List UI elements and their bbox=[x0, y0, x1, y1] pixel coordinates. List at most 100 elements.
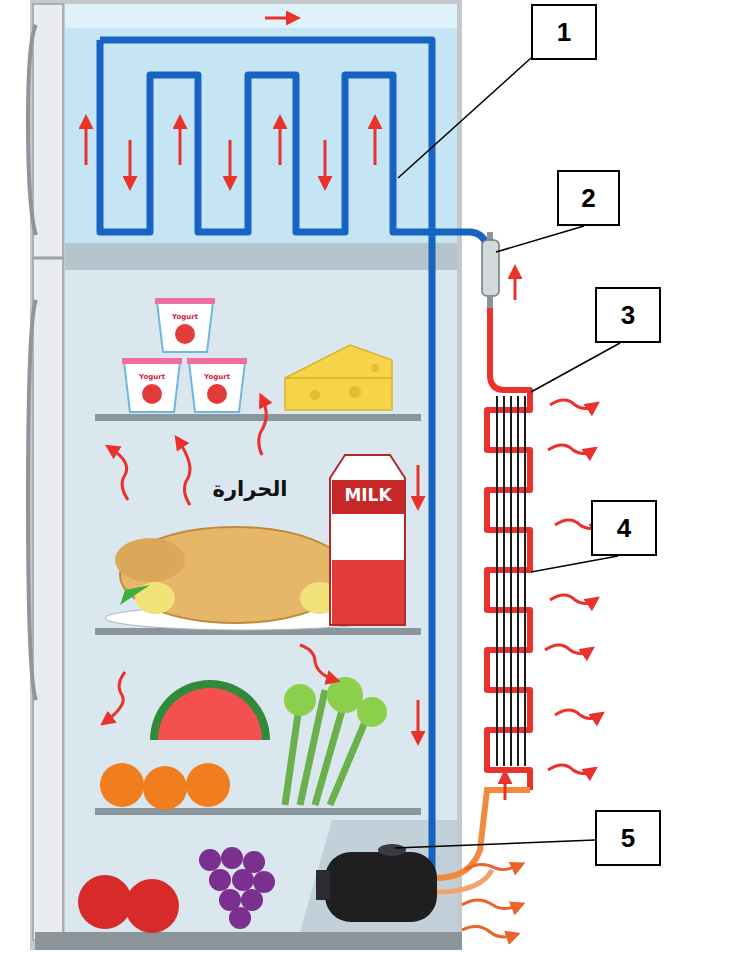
grill-wire bbox=[496, 396, 498, 766]
flow-arrow bbox=[504, 775, 507, 800]
air-arrow bbox=[265, 17, 295, 20]
tomato bbox=[143, 766, 187, 810]
compressor-heat-arrows bbox=[462, 864, 520, 936]
air-arrow bbox=[279, 120, 282, 165]
milk-carton bbox=[330, 455, 405, 625]
callout-number: 1 bbox=[557, 19, 571, 45]
heat-arrow bbox=[110, 448, 128, 500]
condenser-coil bbox=[487, 308, 530, 790]
air-flow-arrows bbox=[86, 18, 418, 740]
watermelon-flesh bbox=[158, 688, 262, 740]
heat-arrow bbox=[548, 765, 593, 774]
callout-box: 4 bbox=[591, 500, 657, 556]
lemon bbox=[135, 582, 175, 614]
air-arrow bbox=[417, 700, 420, 740]
air-arrow bbox=[324, 140, 327, 185]
cheese-edge bbox=[285, 377, 392, 379]
package-text: MILK bbox=[332, 486, 404, 505]
heat-label: الحرارة bbox=[190, 478, 310, 501]
grape bbox=[232, 869, 254, 891]
heat-arrow bbox=[550, 595, 595, 604]
grape bbox=[253, 871, 275, 893]
leader-line bbox=[398, 58, 531, 178]
carton-body bbox=[330, 455, 405, 625]
grape bbox=[229, 907, 251, 929]
callout-box: 1 bbox=[531, 4, 597, 60]
grill-wire bbox=[524, 396, 526, 766]
leader-line bbox=[531, 343, 620, 392]
cheese-hole bbox=[310, 390, 320, 400]
grape bbox=[241, 889, 263, 911]
heat-arrow bbox=[548, 445, 593, 454]
callout-number: 4 bbox=[617, 515, 631, 541]
door-handle bbox=[28, 25, 36, 235]
callout-number: 3 bbox=[621, 302, 635, 328]
carton-band bbox=[332, 480, 404, 514]
condenser-grill bbox=[497, 396, 525, 766]
filter-nozzle bbox=[487, 296, 493, 308]
heat-arrow bbox=[259, 398, 267, 455]
air-arrow bbox=[229, 140, 232, 185]
filter-body bbox=[482, 240, 499, 296]
condenser bbox=[437, 308, 530, 892]
celery-leaf bbox=[357, 697, 387, 727]
shelf bbox=[95, 808, 421, 815]
air-arrow bbox=[374, 120, 377, 165]
watermelon-rind bbox=[150, 680, 270, 740]
grill-wire bbox=[517, 396, 519, 766]
cheese bbox=[285, 345, 392, 410]
grapes bbox=[199, 847, 275, 929]
grill-wire bbox=[510, 396, 512, 766]
yogurt-cups bbox=[122, 298, 247, 412]
heat-arrow bbox=[105, 672, 125, 722]
heat-arrow bbox=[178, 440, 190, 505]
filter-drier bbox=[482, 232, 499, 308]
fridge-compartment bbox=[65, 270, 457, 932]
door-handle bbox=[28, 300, 36, 700]
fridge-base bbox=[35, 932, 462, 950]
callout-number: 5 bbox=[621, 825, 635, 851]
package-text: Yogurt bbox=[192, 374, 242, 382]
air-arrow bbox=[129, 140, 132, 185]
package-text: Yogurt bbox=[160, 314, 210, 322]
heat-release-arrows bbox=[505, 270, 600, 800]
yogurt-cup bbox=[157, 302, 213, 352]
heat-arrow bbox=[550, 400, 595, 409]
cheese-wedge bbox=[285, 345, 392, 410]
grape bbox=[209, 869, 231, 891]
yogurt-lid bbox=[155, 298, 215, 304]
leader-line bbox=[395, 840, 595, 848]
carton-print bbox=[332, 560, 404, 624]
compressor-body bbox=[325, 852, 437, 922]
door-edge bbox=[33, 4, 63, 940]
flow-arrow bbox=[514, 270, 517, 300]
heat-arrow bbox=[462, 926, 515, 936]
strawberry-print bbox=[142, 384, 162, 404]
strawberry-print bbox=[207, 384, 227, 404]
discharge-pipe bbox=[437, 790, 530, 878]
heat-arrow bbox=[300, 645, 335, 680]
leader-line bbox=[496, 226, 584, 252]
grape bbox=[221, 847, 243, 869]
cheese-hole bbox=[349, 386, 361, 398]
grill-wire bbox=[503, 396, 505, 766]
air-arrow bbox=[85, 120, 88, 165]
strawberry-print bbox=[175, 324, 195, 344]
heat-arrow bbox=[462, 900, 520, 909]
return-pipe bbox=[100, 40, 432, 880]
compartment-divider bbox=[65, 243, 457, 270]
callout-box: 2 bbox=[557, 170, 620, 226]
yogurt-cup bbox=[189, 362, 245, 412]
discharge-pipe bbox=[437, 870, 492, 892]
air-arrow bbox=[179, 120, 182, 165]
cheese-hole bbox=[371, 364, 379, 372]
leader-lines bbox=[395, 58, 620, 848]
apple bbox=[78, 875, 132, 929]
chicken-leg bbox=[115, 538, 185, 582]
callout-number: 2 bbox=[581, 185, 595, 211]
celery-leaf bbox=[284, 684, 316, 716]
door-split bbox=[33, 257, 63, 260]
leader-line bbox=[531, 556, 618, 572]
yogurt-cup bbox=[124, 362, 180, 412]
